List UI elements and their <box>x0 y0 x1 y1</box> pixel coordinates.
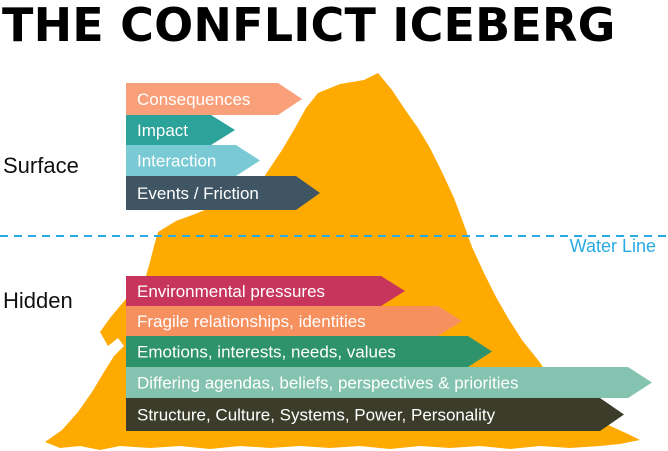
hidden-arrow-1 <box>126 306 462 336</box>
hidden-arrow-label-0: Environmental pressures <box>137 282 325 301</box>
surface-arrow-1 <box>126 115 235 145</box>
surface-arrow-3 <box>126 176 320 210</box>
diagram-title: THE CONFLICT ICEBERG <box>2 0 616 52</box>
surface-arrow-2 <box>126 145 260 176</box>
hidden-arrow-4 <box>126 398 624 431</box>
hidden-label: Hidden <box>3 288 73 313</box>
hidden-arrow-label-4: Structure, Culture, Systems, Power, Pers… <box>137 406 496 425</box>
hidden-arrow-0 <box>126 276 405 306</box>
hidden-arrow-3 <box>126 367 652 398</box>
surface-arrow-0 <box>126 83 302 115</box>
surface-arrow-label-3: Events / Friction <box>137 184 259 203</box>
hidden-arrow-label-1: Fragile relationships, identities <box>137 312 366 331</box>
surface-arrow-label-2: Interaction <box>137 152 216 171</box>
hidden-arrow-label-2: Emotions, interests, needs, values <box>137 343 396 362</box>
water-line-label: Water Line <box>569 236 656 256</box>
hidden-arrow-2 <box>126 336 492 367</box>
hidden-arrow-label-3: Differing agendas, beliefs, perspectives… <box>137 374 518 393</box>
surface-label: Surface <box>3 153 79 178</box>
surface-arrow-label-0: Consequences <box>137 90 250 109</box>
surface-arrow-label-1: Impact <box>137 121 188 140</box>
